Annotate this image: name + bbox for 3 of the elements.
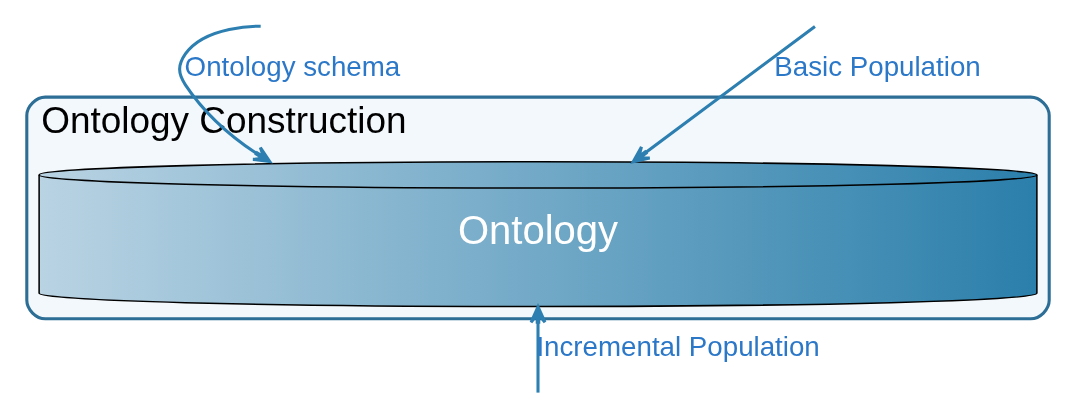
- edge-label: Basic Population: [774, 51, 981, 83]
- edge-label: Incremental Population: [536, 331, 820, 363]
- edge-label: Ontology schema: [184, 51, 401, 83]
